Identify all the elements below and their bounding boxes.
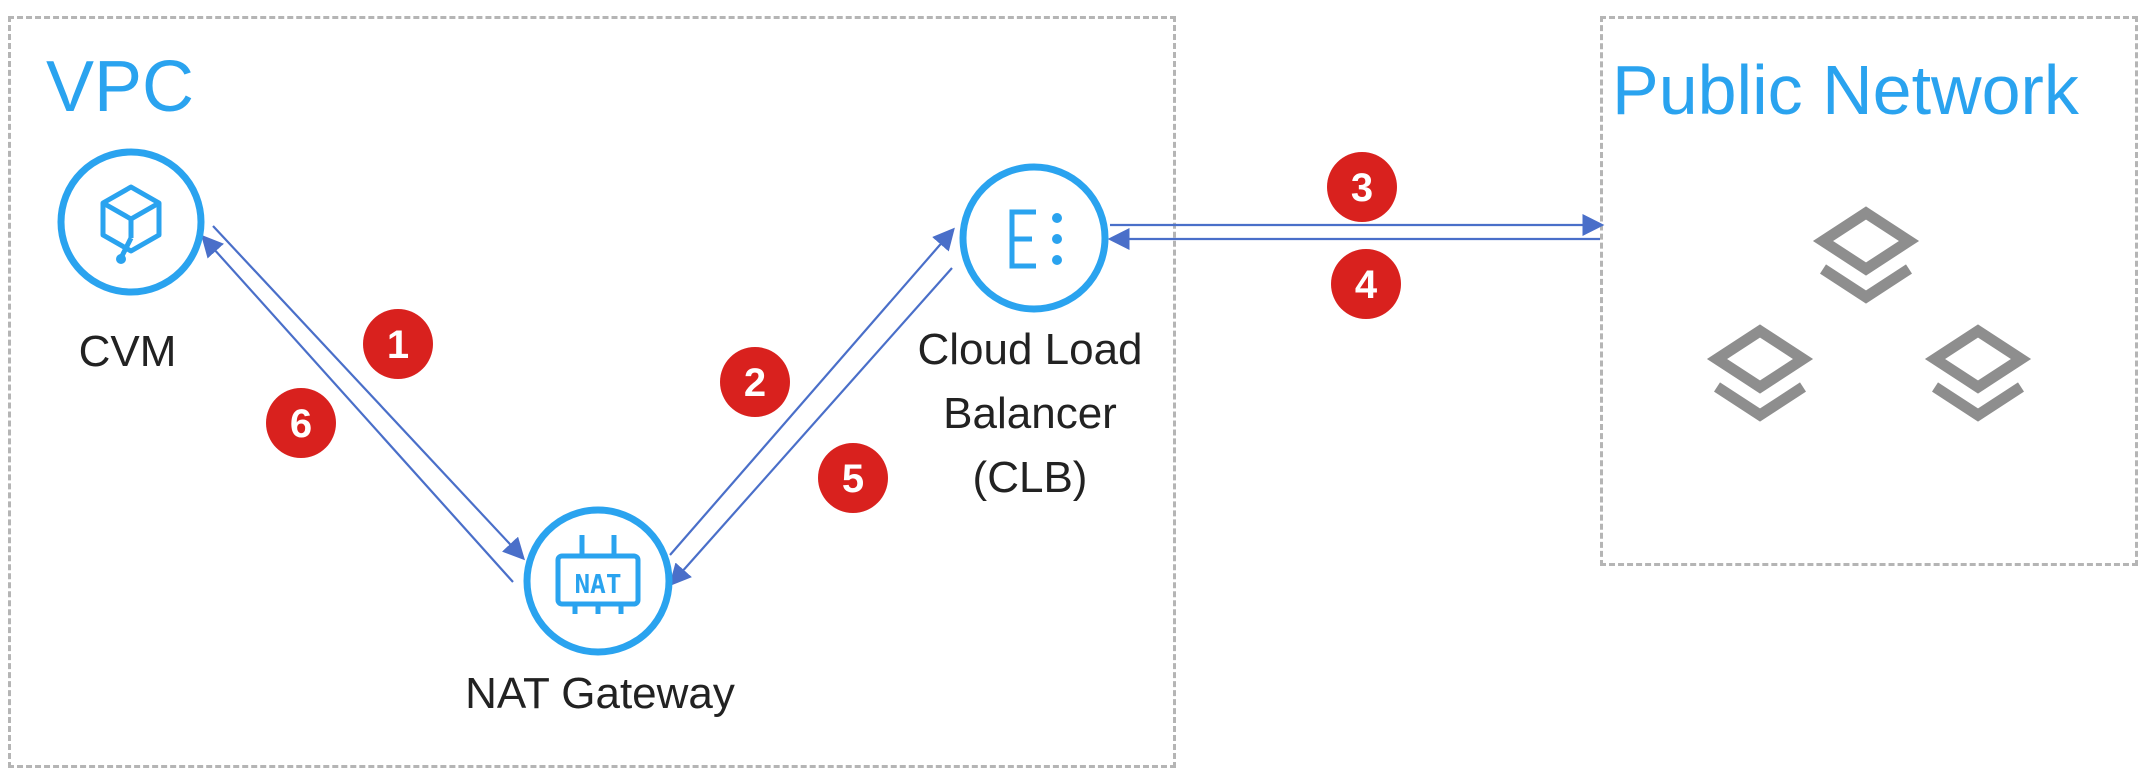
nat-icon-text: NAT bbox=[575, 570, 622, 600]
public-network-zone bbox=[1600, 16, 2138, 566]
clb-label: Cloud Load Balancer (CLB) bbox=[880, 318, 1180, 510]
step-number: 6 bbox=[290, 402, 312, 446]
step-number: 5 bbox=[842, 457, 864, 501]
public-network-title: Public Network bbox=[1612, 51, 2079, 129]
clb-node bbox=[959, 163, 1109, 313]
step-badge-6: 6 bbox=[266, 388, 336, 458]
clb-label-line-3: (CLB) bbox=[972, 453, 1088, 502]
step-number: 2 bbox=[744, 361, 766, 405]
step-badge-4: 4 bbox=[1331, 249, 1401, 319]
step-number: 1 bbox=[387, 323, 409, 367]
clb-label-line-1: Cloud Load bbox=[917, 325, 1143, 374]
step-badge-2: 2 bbox=[720, 347, 790, 417]
arrow-cvm-to-nat bbox=[212, 225, 526, 561]
step-badge-3: 3 bbox=[1327, 152, 1397, 222]
layers-icon bbox=[1924, 324, 2032, 422]
public-network-layers-icons bbox=[1706, 206, 2032, 422]
vpc-zone bbox=[8, 16, 1176, 768]
arrow-nat-to-clb bbox=[669, 227, 955, 556]
cvm-label: CVM bbox=[78, 327, 177, 376]
layers-icon bbox=[1812, 206, 1920, 304]
clb-dots-icon bbox=[1052, 213, 1062, 265]
step-number: 3 bbox=[1351, 166, 1373, 210]
arrow-nat-to-cvm bbox=[201, 234, 514, 583]
nat-gateway-icon bbox=[555, 535, 641, 614]
cvm-cube-icon bbox=[100, 184, 162, 264]
layers-icon bbox=[1706, 324, 1814, 422]
nat-gateway-node: NAT bbox=[523, 506, 673, 656]
clb-label-line-2: Balancer bbox=[943, 389, 1117, 438]
nat-gateway-label: NAT Gateway bbox=[465, 669, 735, 718]
step-number: 4 bbox=[1355, 263, 1378, 307]
clb-icon bbox=[1009, 209, 1036, 269]
arrow-clb-to-nat bbox=[669, 267, 953, 587]
step-badge-5: 5 bbox=[818, 443, 888, 513]
vpc-title: VPC bbox=[46, 47, 195, 127]
step-badge-1: 1 bbox=[363, 309, 433, 379]
cvm-node bbox=[57, 148, 205, 296]
